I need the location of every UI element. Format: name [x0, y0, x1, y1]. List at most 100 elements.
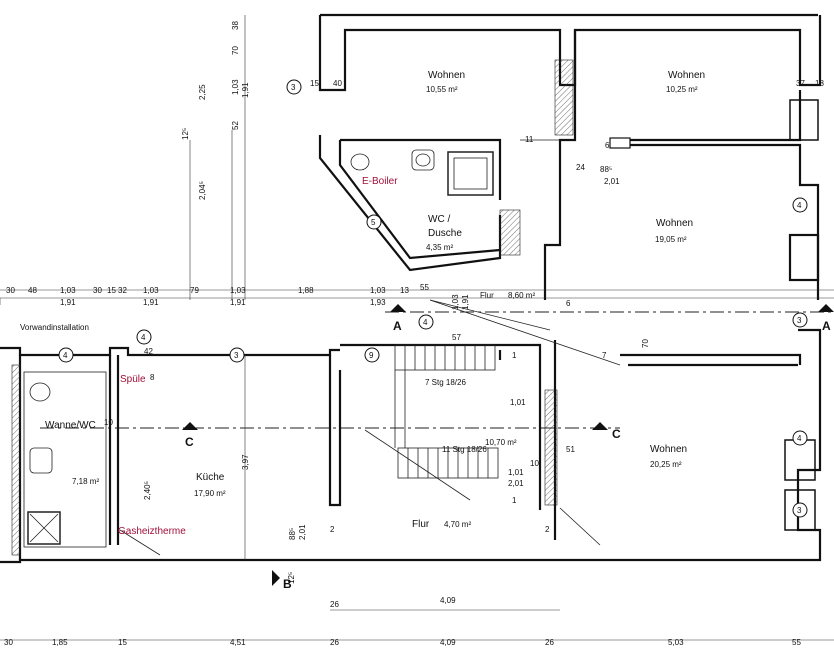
marker-3-right: 3: [797, 316, 802, 325]
room-wohnen-4-area: 20,25 m²: [650, 460, 682, 469]
svg-text:40: 40: [333, 79, 342, 88]
svg-text:4,51: 4,51: [230, 638, 246, 647]
svg-text:1,03: 1,03: [231, 79, 240, 95]
svg-text:12⁵: 12⁵: [181, 128, 190, 140]
svg-text:1,91: 1,91: [143, 298, 159, 307]
label-vorwand: Vorwandinstallation: [20, 323, 89, 332]
label-spuele: Spüle: [120, 374, 146, 385]
svg-text:1,93: 1,93: [370, 298, 386, 307]
room-flur-top-area: 8,60 m²: [508, 291, 535, 300]
svg-text:2,04⁵: 2,04⁵: [198, 181, 207, 200]
svg-text:1,85: 1,85: [52, 638, 68, 647]
svg-text:13: 13: [400, 286, 409, 295]
svg-text:15: 15: [107, 286, 116, 295]
svg-text:1,91: 1,91: [461, 294, 470, 310]
marker-6-mid: 6: [566, 299, 571, 308]
room-wohnen-4-name: Wohnen: [650, 444, 687, 455]
lower-walls: [0, 328, 822, 564]
stairs: [364, 344, 499, 501]
marker-2-a: 2: [330, 525, 335, 534]
svg-text:1,91: 1,91: [241, 82, 250, 98]
svg-text:1,03: 1,03: [60, 286, 76, 295]
marker-3-top: 3: [291, 83, 296, 92]
dim-misc: 15 40 37 18 24 88⁵ 2,01 1,01 1,01 2,01 5…: [143, 79, 824, 584]
svg-text:1,91: 1,91: [60, 298, 76, 307]
svg-text:42: 42: [144, 347, 153, 356]
dim-row-top: 30 48 1,03 30 15 32 1,03 79 1,03 1,88 1,…: [6, 283, 429, 307]
svg-text:88⁵: 88⁵: [288, 528, 297, 540]
svg-text:8: 8: [150, 373, 155, 382]
svg-text:10: 10: [530, 459, 539, 468]
svg-text:1,01: 1,01: [508, 468, 524, 477]
svg-text:70: 70: [231, 46, 240, 55]
svg-text:1,03: 1,03: [143, 286, 159, 295]
svg-text:2,25: 2,25: [198, 84, 207, 100]
section-c-left: C: [185, 435, 194, 449]
label-stairs-upper: 7 Stg 18/26: [425, 378, 466, 387]
svg-text:15: 15: [310, 79, 319, 88]
section-triangles: [182, 304, 834, 586]
dim-left-vertical: 38 70 2,25 1,03 1,91 52 12⁵ 2,04⁵: [181, 21, 250, 200]
svg-text:5,03: 5,03: [668, 638, 684, 647]
upper-walls: [318, 13, 822, 300]
svg-text:1,91: 1,91: [230, 298, 246, 307]
room-stair-area: 10,70 m²: [485, 438, 517, 447]
room-wc-line2: Dusche: [428, 228, 462, 239]
svg-text:1,01: 1,01: [510, 398, 526, 407]
svg-text:4,09: 4,09: [440, 638, 456, 647]
wc-fixtures: [350, 149, 521, 256]
marker-2-b: 2: [545, 525, 550, 534]
room-wc-area: 4,35 m²: [426, 243, 453, 252]
svg-text:57: 57: [452, 333, 461, 342]
svg-text:1,03: 1,03: [370, 286, 386, 295]
marker-7: 7: [602, 351, 607, 360]
section-a-right: A: [822, 319, 831, 333]
svg-text:55: 55: [792, 638, 801, 647]
svg-text:52: 52: [231, 121, 240, 130]
marker-11: 11: [525, 135, 534, 144]
svg-text:24: 24: [576, 163, 585, 172]
svg-text:32: 32: [118, 286, 127, 295]
svg-text:2,01: 2,01: [604, 177, 620, 186]
svg-text:26: 26: [545, 638, 554, 647]
svg-text:38: 38: [231, 21, 240, 30]
marker-4-bath: 4: [63, 351, 68, 360]
svg-text:12⁵: 12⁵: [287, 572, 296, 584]
marker-4-mid: 4: [423, 318, 428, 327]
room-wanne-wc-area: 7,18 m²: [72, 477, 99, 486]
room-wohnen-1-name: Wohnen: [428, 70, 465, 81]
room-wohnen-2-area: 10,25 m²: [666, 85, 698, 94]
svg-text:48: 48: [28, 286, 37, 295]
section-a-left: A: [393, 319, 402, 333]
svg-text:30: 30: [6, 286, 15, 295]
circle-markers: [58, 79, 808, 518]
svg-text:26: 26: [330, 638, 339, 647]
marker-9: 9: [369, 351, 374, 360]
svg-text:88⁵: 88⁵: [600, 165, 612, 174]
marker-4-left: 4: [141, 333, 146, 342]
room-wohnen-3-name: Wohnen: [656, 218, 693, 229]
marker-4-right: 4: [797, 201, 802, 210]
label-gasheiztherme: Gasheiztherme: [118, 526, 186, 537]
svg-text:1,88: 1,88: [298, 286, 314, 295]
room-flur-bottom-name: Flur: [412, 519, 430, 530]
marker-10: 10: [104, 418, 113, 427]
svg-text:1,03: 1,03: [451, 294, 460, 310]
svg-text:37: 37: [796, 79, 805, 88]
room-wohnen-2-name: Wohnen: [668, 70, 705, 81]
svg-text:30: 30: [4, 638, 13, 647]
room-flur-top-name: Flur: [480, 291, 494, 300]
svg-text:18: 18: [815, 79, 824, 88]
svg-text:2,01: 2,01: [508, 479, 524, 488]
svg-text:26: 26: [330, 600, 339, 609]
bath-fixtures: [23, 371, 107, 548]
svg-text:3,97: 3,97: [241, 454, 250, 470]
section-b: B: [283, 577, 292, 591]
svg-text:51: 51: [566, 445, 575, 454]
room-wanne-wc-name: Wanne/WC: [45, 420, 96, 431]
room-kueche-name: Küche: [196, 472, 225, 483]
marker-5: 5: [371, 218, 376, 227]
marker-1-b: 1: [512, 496, 517, 505]
dim-row-bottom: 30 1,85 15 4,51 26 4,09 26 5,03 55 26 4,…: [4, 596, 801, 647]
